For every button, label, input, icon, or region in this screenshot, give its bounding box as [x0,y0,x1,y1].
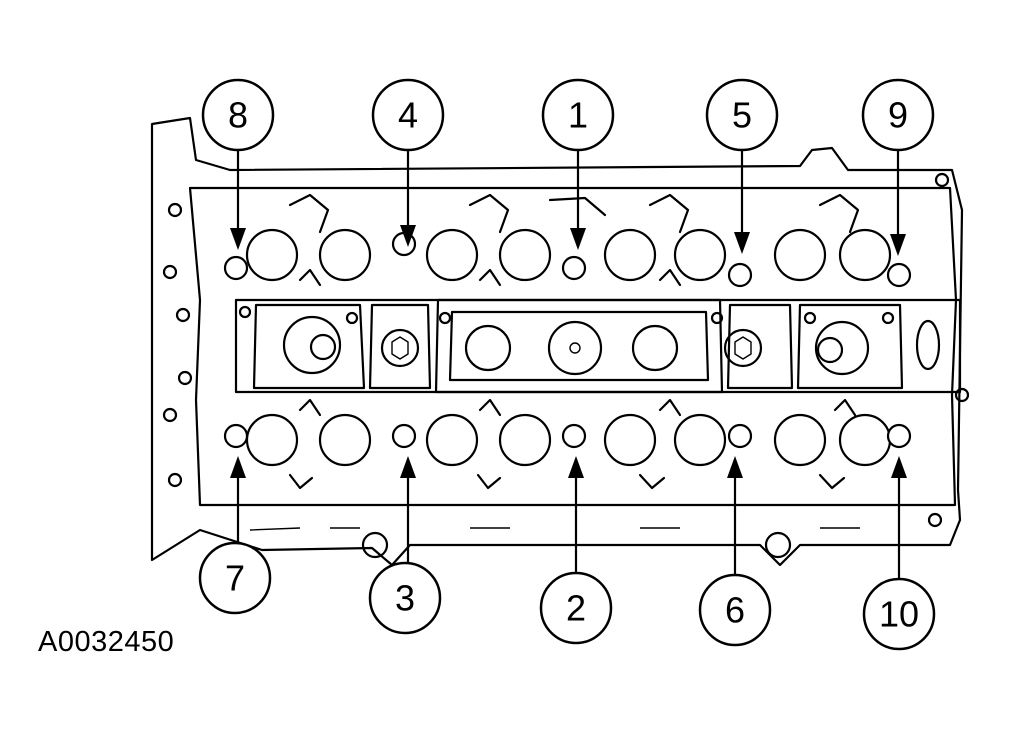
callout-6: 6 [698,573,772,647]
callout-9: 9 [861,78,935,152]
callout-5: 5 [705,78,779,152]
callout-2: 2 [539,571,613,645]
bolt-9 [886,262,912,288]
bolt-8 [223,255,249,281]
cylinder-head-outline [150,116,970,567]
callout-9-label: 9 [888,95,908,136]
bolt-3 [391,423,417,449]
bolt-7 [223,423,249,449]
callout-4-label: 4 [398,95,418,136]
head-bolts [223,231,912,449]
callout-10-label: 10 [879,594,919,635]
callout-3-label: 3 [395,578,415,619]
lower-valve-row [245,398,892,559]
bolt-2 [561,423,587,449]
callout-7-label: 7 [225,558,245,599]
upper-valve-row [245,193,892,287]
callouts: 8 4 1 5 9 7 3 2 [198,78,936,651]
figure-id-label: A0032450 [38,626,175,658]
callout-1: 1 [541,78,615,152]
callout-7: 7 [198,541,272,615]
callout-4: 4 [371,78,445,152]
bolt-6 [727,423,753,449]
leader-lines [230,136,907,582]
callout-6-label: 6 [725,590,745,631]
callout-10: 10 [862,577,936,651]
callout-1-label: 1 [568,95,588,136]
bolt-5 [727,262,753,288]
center-section [234,298,962,394]
callout-8: 8 [201,78,275,152]
bolt-1 [561,255,587,281]
callout-5-label: 5 [732,95,752,136]
callout-2-label: 2 [566,588,586,629]
callout-3: 3 [368,561,442,635]
callout-8-label: 8 [228,95,248,136]
bolt-10 [886,423,912,449]
